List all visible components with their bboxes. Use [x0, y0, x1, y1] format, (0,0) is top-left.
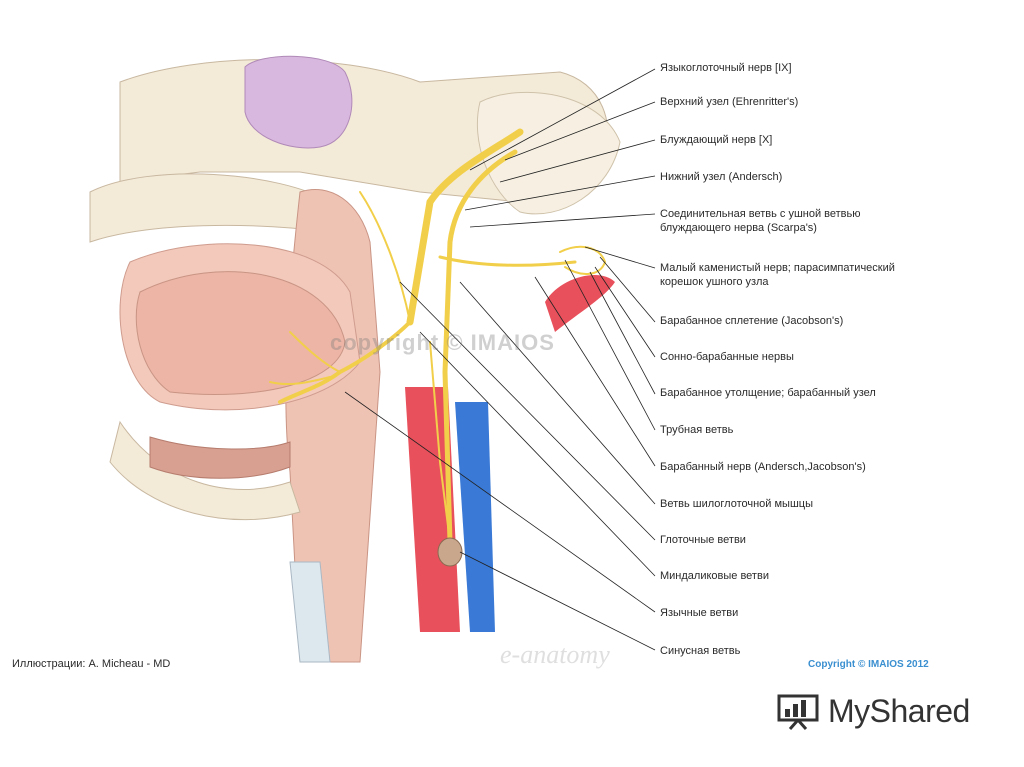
label-tympanic-nerve: Барабанный нерв (Andersch,Jacobson's) — [660, 461, 866, 473]
label-sinus-branch: Синусная ветвь — [660, 645, 741, 657]
label-tympanic-plexus: Барабанное сплетение (Jacobson's) — [660, 315, 844, 327]
vagus-nerve-trunk — [442, 149, 518, 545]
label-inferior-ganglion: Нижний узел (Andersch) — [660, 171, 783, 183]
pharyngeal-branch — [359, 191, 411, 323]
label-lesser-petrosal-nerve-line2: корешок ушного узла — [660, 276, 769, 288]
tympanic-branch — [438, 255, 577, 267]
label-tympanic-enlargement: Барабанное утолщение; барабанный узел — [660, 387, 876, 399]
lingual-branch-1 — [289, 331, 341, 373]
label-tonsillar-branches: Миндаликовые ветви — [660, 570, 769, 582]
watermark-e-anatomy: e-anatomy — [500, 640, 610, 669]
label-tubal-branch: Трубная ветвь — [660, 424, 734, 436]
nerves — [269, 128, 607, 545]
illustration-credit: Иллюстрации: A. Micheau - MD — [12, 658, 171, 670]
label-connecting-branch: Соединительная ветвь с ушной ветвью — [660, 208, 861, 220]
watermark-imaios: copyright © IMAIOS — [330, 330, 555, 355]
carotid-sinus — [437, 537, 463, 567]
lingual-branch-2 — [269, 376, 331, 386]
sphenoid-sinus — [244, 55, 353, 149]
tympanic-plexus-loop — [559, 245, 607, 275]
internal-jugular-vein — [455, 402, 495, 632]
label-connecting-branch-line2: блуждающего нерва (Scarpa's) — [660, 222, 817, 234]
carotid-canal-artery — [545, 274, 615, 332]
hyoid-muscle — [149, 436, 291, 479]
label-caroticotympanic-nerves: Сонно-барабанные нервы — [660, 351, 794, 363]
copyright-notice: Copyright © IMAIOS 2012 — [808, 659, 929, 670]
label-pharyngeal-branches: Глоточные ветви — [660, 534, 746, 546]
label-glossopharyngeal-nerve: Языкоглоточный нерв [IX] — [660, 62, 792, 74]
label-lesser-petrosal-nerve: Малый каменистый нерв; парасимпатический — [660, 262, 895, 274]
label-vagus-nerve: Блуждающий нерв [X] — [660, 134, 773, 146]
label-stylopharyngeus-branch: Ветвь шилоглоточной мышцы — [660, 498, 813, 510]
leader-lines — [344, 68, 656, 651]
tongue — [135, 271, 346, 395]
myshared-logo-text: MyShared — [828, 692, 970, 729]
presentation-board-icon — [777, 694, 819, 730]
label-lingual-branches: Язычные ветви — [660, 607, 739, 619]
anatomy-illustration — [89, 55, 656, 663]
glossopharyngeal-nerve-trunk — [406, 128, 524, 326]
label-superior-ganglion: Верхний узел (Ehrenritter's) — [660, 96, 799, 108]
myshared-logo[interactable]: MyShared — [776, 690, 986, 732]
pharynx-wall — [289, 561, 331, 663]
internal-carotid-artery — [405, 387, 460, 632]
sinus-branch-nerve — [429, 341, 451, 543]
nasal-cavity — [89, 173, 331, 243]
